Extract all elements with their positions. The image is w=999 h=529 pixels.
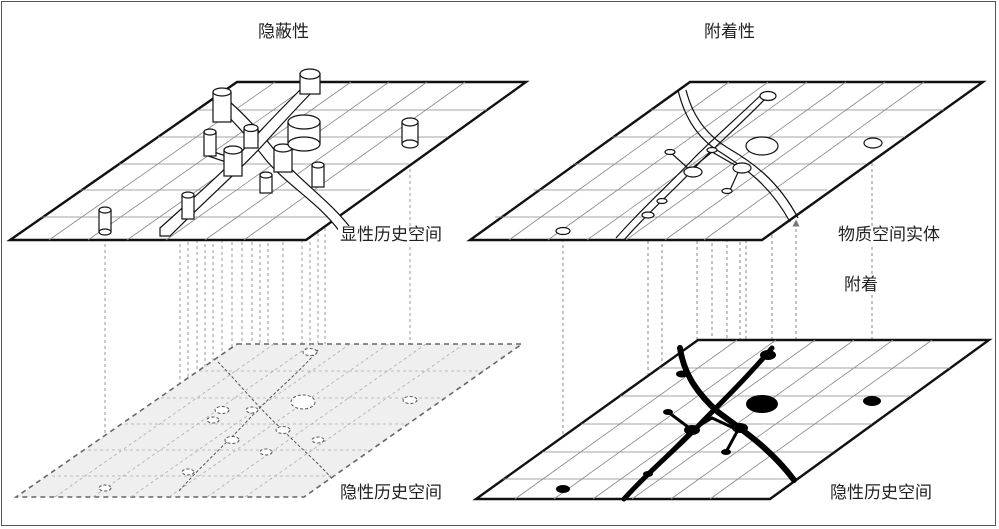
right-physical-plane [466, 80, 987, 242]
left-hidden-space-label: 隐性历史空间 [338, 483, 444, 503]
right-hidden-space-label: 隐性历史空间 [828, 483, 934, 503]
attach-label: 附着 [842, 275, 880, 295]
right-title: 附着性 [704, 22, 755, 42]
right-hidden-plane [472, 338, 993, 502]
explicit-space-label: 显性历史空间 [338, 225, 444, 245]
left-explicit-plane [6, 68, 530, 242]
left-hidden-plane [13, 343, 525, 498]
left-title: 隐蔽性 [258, 22, 309, 42]
building-cylinders [98, 68, 419, 236]
physical-entity-label: 物质空间实体 [836, 225, 942, 245]
